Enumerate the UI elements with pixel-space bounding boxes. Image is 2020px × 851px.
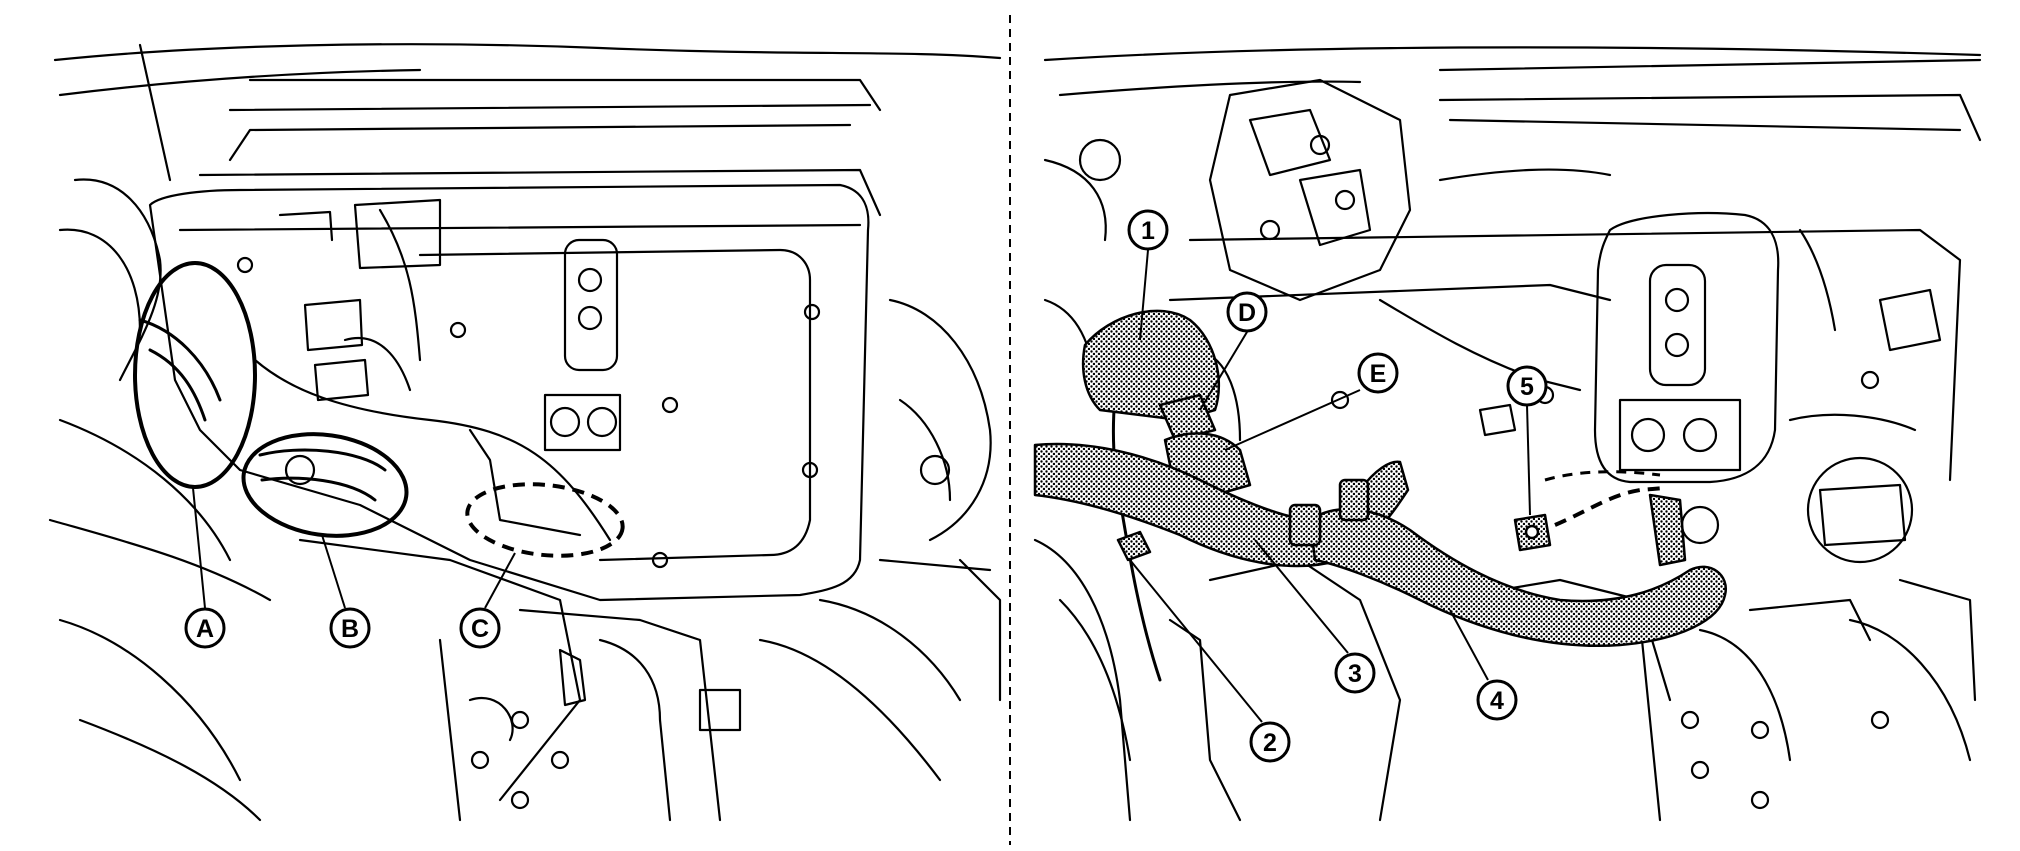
mark-circle-B: [241, 432, 409, 538]
callout-C-label: C: [471, 615, 489, 643]
dashed-route-5-upper: [1544, 470, 1661, 482]
callout-2: 2: [1249, 721, 1291, 763]
callout-1-circle: [1127, 209, 1169, 251]
callout-5-label: 5: [1520, 373, 1534, 401]
callout-D: D: [1226, 291, 1268, 333]
callout-2-label: 2: [1263, 729, 1277, 757]
callout-C: C: [459, 607, 501, 649]
callout-1: 1: [1127, 209, 1169, 251]
callout-B-circle: [329, 607, 371, 649]
part-2-shape: [1116, 530, 1152, 562]
callout-4: 4: [1476, 679, 1518, 721]
callout-B: B: [329, 607, 371, 649]
part-1-shape: [1081, 309, 1221, 422]
callout-E-label: E: [1370, 360, 1387, 388]
left-panel-drawing: [48, 43, 1002, 822]
callout-B-label: B: [341, 615, 359, 643]
callout-A-label: A: [196, 615, 214, 643]
callout-C-circle: [459, 607, 501, 649]
callout-3-circle: [1334, 652, 1376, 694]
callout-1-label: 1: [1141, 217, 1155, 245]
callout-A-circle: [184, 607, 226, 649]
mark-circle-A: [133, 261, 257, 489]
right-panel-drawing: [1033, 46, 1982, 822]
callout-5: 5: [1506, 365, 1548, 407]
part-4-shape: [1308, 507, 1728, 647]
callout-E: E: [1357, 352, 1399, 394]
callout-3-label: 3: [1348, 660, 1362, 688]
callout-2-circle: [1249, 721, 1291, 763]
callout-D-label: D: [1238, 299, 1256, 327]
callout-A: A: [184, 607, 226, 649]
callout-4-label: 4: [1490, 687, 1504, 715]
callout-E-circle: [1357, 352, 1399, 394]
callout-5-circle: [1506, 365, 1548, 407]
right-leader-lines: [1129, 249, 1531, 723]
callout-3: 3: [1334, 652, 1376, 694]
callout-D-circle: [1226, 291, 1268, 333]
dashed-route-5: [1554, 486, 1666, 527]
callout-4-circle: [1476, 679, 1518, 721]
mark-dashed-C: [465, 482, 625, 558]
left-leader-lines: [192, 487, 516, 609]
